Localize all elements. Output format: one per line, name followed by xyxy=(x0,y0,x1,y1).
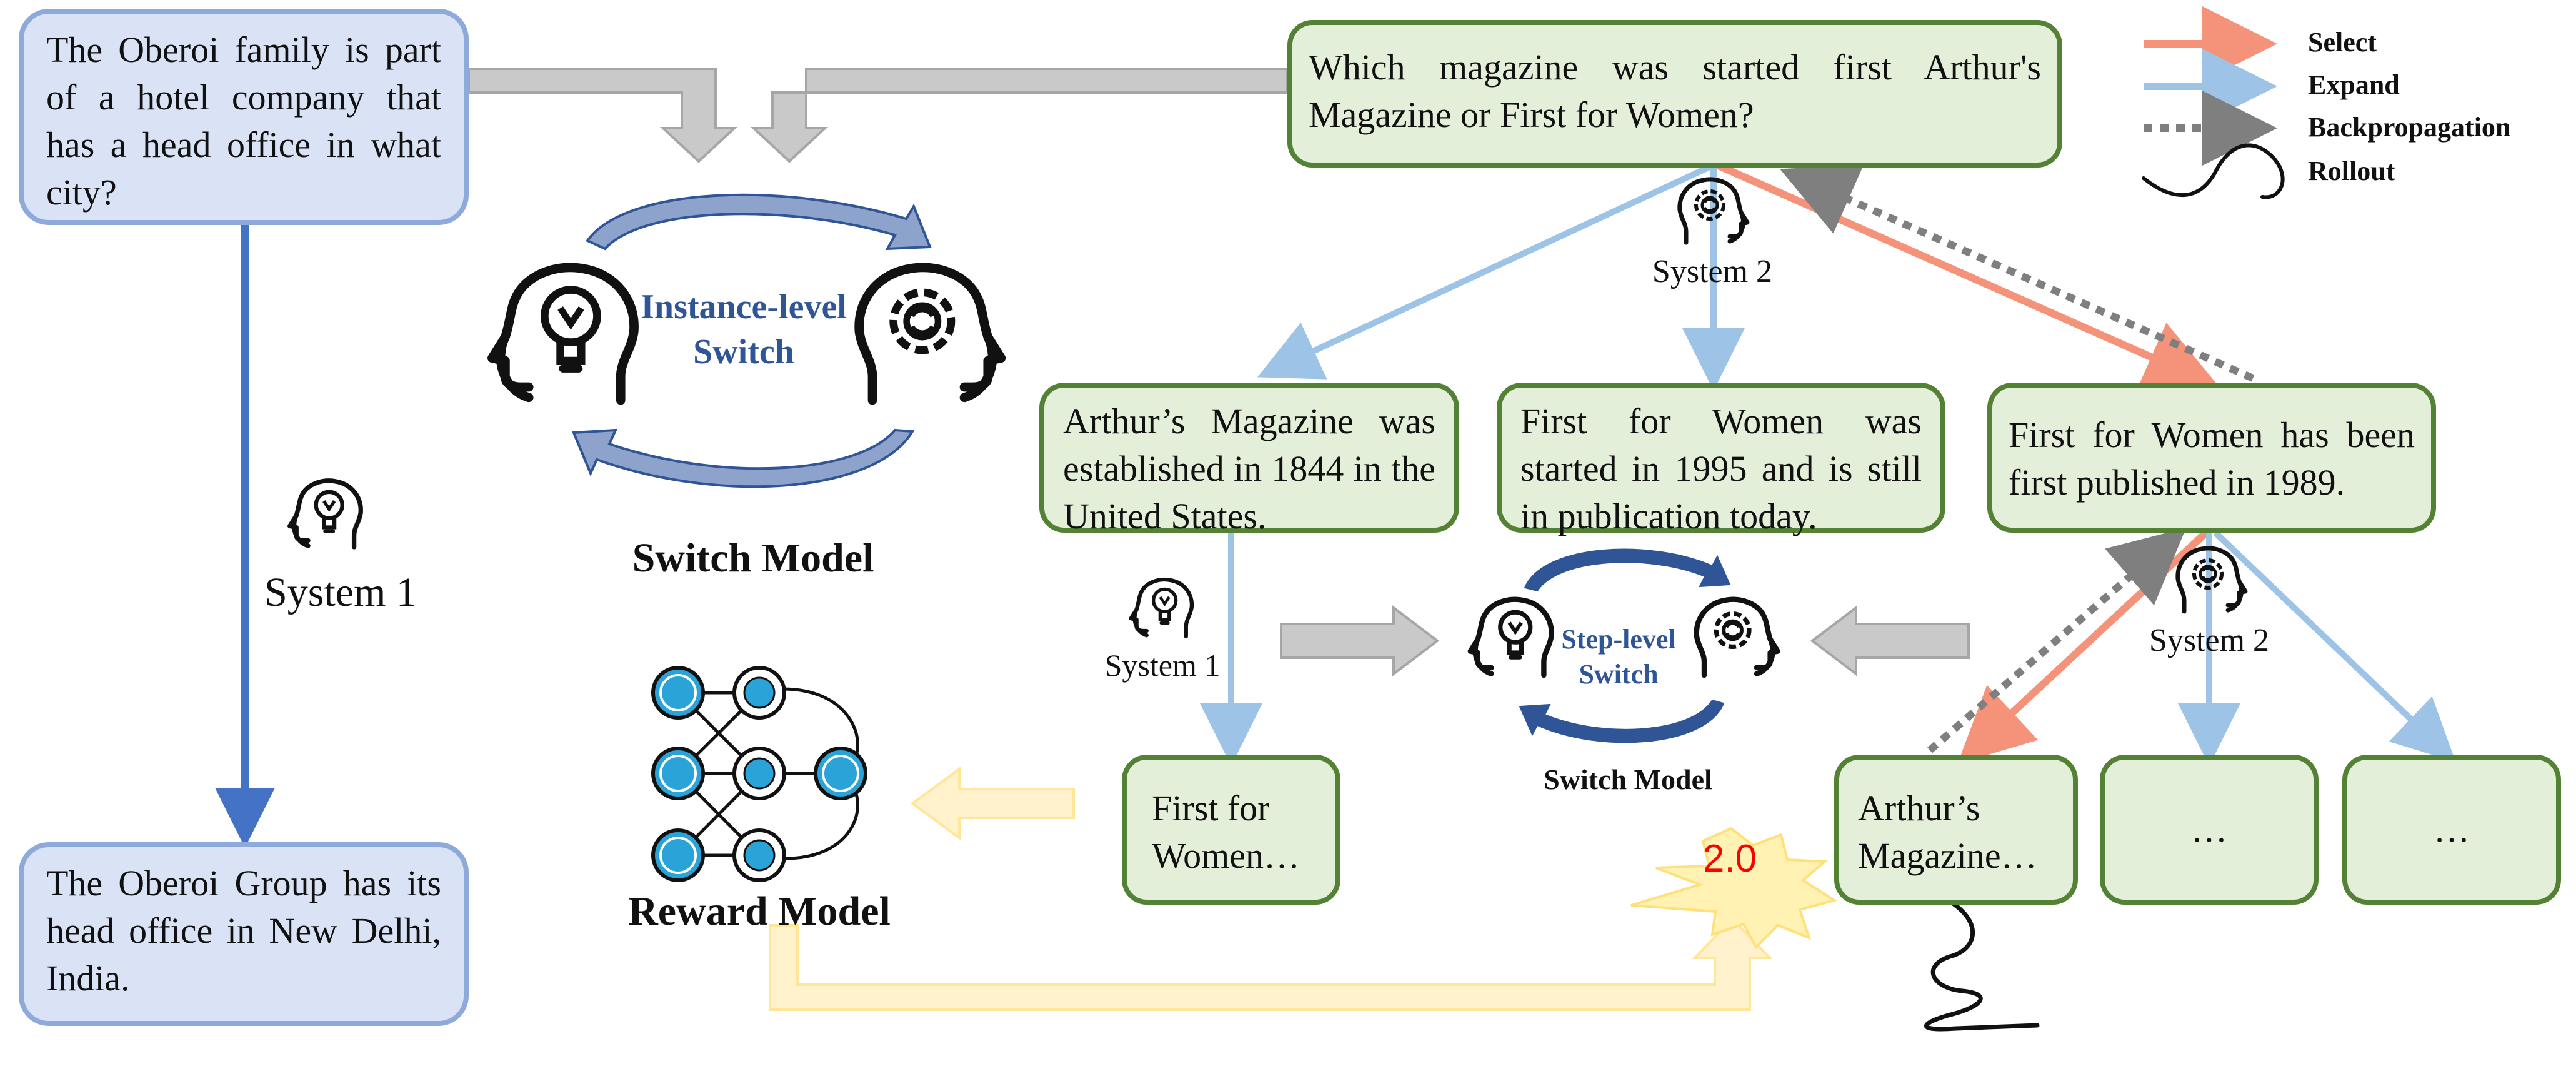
leaf-node-4-text: … xyxy=(2434,809,2470,850)
switch-model-small-label: Switch Model xyxy=(1544,763,1712,795)
question-right-box: Which magazine was started first Arthur'… xyxy=(1287,20,2062,168)
legend-graphics xyxy=(2142,6,2285,199)
reward-value-burst xyxy=(1630,827,1837,950)
instance-switch-label: Instance-level Switch xyxy=(641,288,847,371)
step-switch-label: Step-level Switch xyxy=(1561,624,1676,690)
question-to-switch-arrow-right xyxy=(750,68,1289,163)
legend-select-label: Select xyxy=(2308,27,2377,58)
leaf-to-reward-arrow xyxy=(910,767,1075,840)
instance-switch-arrow-top xyxy=(585,193,932,251)
expand-arrow-to-leaf-4 xyxy=(2213,530,2456,762)
step-switch-arrow-top xyxy=(1524,548,1731,592)
system1-label-left: System 1 xyxy=(264,570,417,615)
legend-expand-label: Expand xyxy=(2308,69,2400,100)
child-node-1-text: Arthur’s Magazine was established in 184… xyxy=(1063,401,1435,536)
backprop-arrow-to-question xyxy=(1780,164,2255,382)
switch-model-main-label: Switch Model xyxy=(632,535,874,581)
child-node-2: First for Women was started in 1995 and … xyxy=(1497,383,1945,536)
system2-label-mid: System 2 xyxy=(2149,623,2270,658)
system2-label-top: System 2 xyxy=(1652,254,1773,289)
reward-model-network-icon xyxy=(651,666,867,882)
answer-left-text: The Oberoi Group has its head office in … xyxy=(46,863,441,998)
leaf-to-step-switch-arrow xyxy=(1280,605,1440,677)
child-node-1: Arthur’s Magazine was established in 184… xyxy=(1039,383,1459,536)
leaf-node-1-text: First for Women… xyxy=(1152,788,1300,876)
select-arrow-to-child-3 xyxy=(1717,162,2220,392)
rollout-squiggle xyxy=(1924,901,2040,1032)
step-gear-head-icon xyxy=(1697,600,1778,675)
system1-bulb-head-icon-mid xyxy=(1131,580,1192,636)
answer-left-box: The Oberoi Group has its head office in … xyxy=(19,842,469,1026)
child-node-2-text: First for Women was started in 1995 and … xyxy=(1520,401,1922,536)
question-left-box: The Oberoi family is part of a hotel com… xyxy=(19,9,469,225)
leaf-node-2: Arthur’s Magazine… xyxy=(1834,755,2078,905)
instance-switch-arrow-bottom xyxy=(572,428,915,488)
instance-bulb-head-icon xyxy=(492,268,634,400)
leaf-node-1: First for Women… xyxy=(1122,755,1340,905)
child-node-3: First for Women has been first published… xyxy=(1987,383,2436,533)
reward-value-text: 2.0 xyxy=(1702,837,1757,880)
system1-bulb-head-icon-left xyxy=(290,481,361,547)
child-node-3-text: First for Women has been first published… xyxy=(2009,415,2415,503)
question-right-text: Which magazine was started first Arthur'… xyxy=(1309,47,2041,135)
step-bulb-head-icon xyxy=(1470,600,1552,675)
step-switch-arrow-bottom xyxy=(1519,699,1725,743)
leaf-node-3: … xyxy=(2100,755,2319,905)
question-left-text: The Oberoi family is part of a hotel com… xyxy=(46,29,441,213)
leaf-node-3-text: … xyxy=(2191,809,2227,850)
leaf-node-4: … xyxy=(2342,755,2561,905)
expand-arrow-to-child-1 xyxy=(1257,163,1714,380)
child-to-step-switch-arrow xyxy=(1810,605,1970,677)
reward-model-label: Reward Model xyxy=(628,888,891,934)
instance-gear-head-icon xyxy=(859,268,1001,400)
legend-rollout-label: Rollout xyxy=(2308,156,2395,186)
legend-backprop-label: Backpropagation xyxy=(2308,112,2511,143)
leaf-node-2-text: Arthur’s Magazine… xyxy=(1858,788,2037,876)
backprop-arrow-to-child-3 xyxy=(1927,528,2187,753)
system1-label-mid: System 1 xyxy=(1104,648,1221,683)
question-to-switch-arrow-left xyxy=(467,68,738,163)
reward-to-value-arrow xyxy=(769,917,1773,1011)
